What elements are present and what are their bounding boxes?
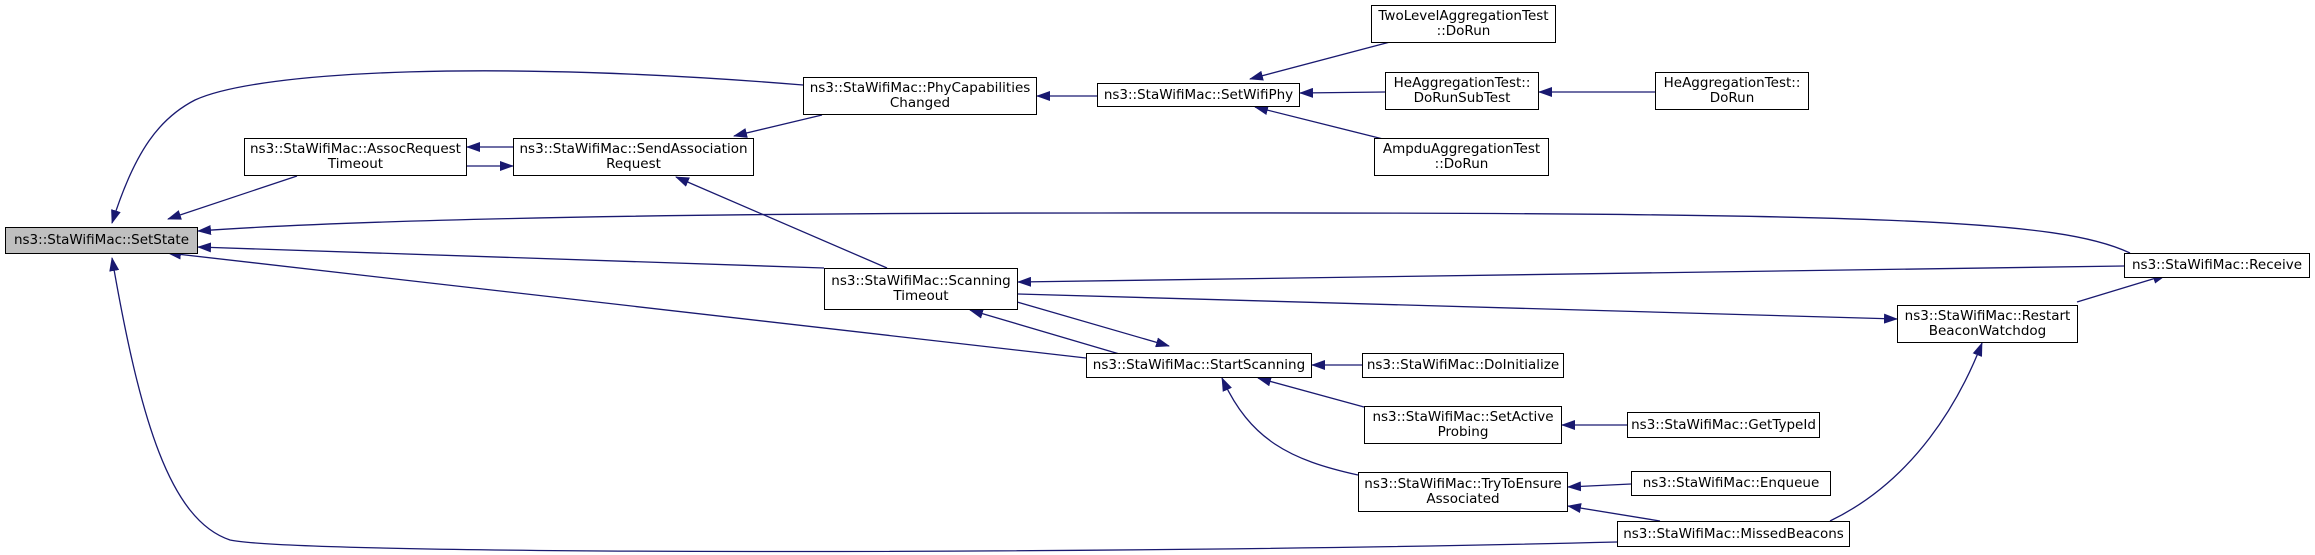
node-try-to-ensure-associated[interactable]: ns3::StaWifiMac::TryToEnsure Associated (1358, 472, 1568, 512)
node-enqueue-label-1: ns3::StaWifiMac::Enqueue (1642, 475, 1820, 491)
node-phy-capabilities-changed[interactable]: ns3::StaWifiMac::PhyCapabilities Changed (803, 77, 1037, 115)
node-he-aggregation-test-subtest-label-2: DoRunSubTest (1413, 90, 1511, 106)
node-ampdu-aggregation-test[interactable]: AmpduAggregationTest ::DoRun (1374, 138, 1549, 176)
edge-ampdu-to-set-wifi-phy (1254, 105, 1396, 143)
edge-set-active-to-start-scanning (1257, 376, 1365, 408)
edge-enqueue-to-try-ensure (1567, 481, 1632, 492)
node-phy-capabilities-changed-label-2: Changed (889, 95, 951, 111)
node-missed-beacons[interactable]: ns3::StaWifiMac::MissedBeacons (1617, 521, 1850, 547)
node-he-aggregation-test-subtest[interactable]: HeAggregationTest:: DoRunSubTest (1385, 72, 1539, 110)
node-set-active-probing-label-2: Probing (1437, 424, 1489, 440)
edge-receive-to-set-state (197, 212, 2131, 254)
edges-layer (109, 41, 2167, 553)
node-set-wifi-phy-label-1: ns3::StaWifiMac::SetWifiPhy (1103, 86, 1294, 103)
node-scanning-timeout-label-1: ns3::StaWifiMac::Scanning (831, 273, 1011, 289)
edge-phy-cap-to-send-assoc (733, 114, 823, 138)
node-do-initialize-label-1: ns3::StaWifiMac::DoInitialize (1366, 357, 1560, 373)
edge-start-scanning-to-scan-timeout (969, 308, 1134, 359)
node-scanning-timeout[interactable]: ns3::StaWifiMac::Scanning Timeout (824, 268, 1018, 310)
node-phy-capabilities-changed-label-1: ns3::StaWifiMac::PhyCapabilities (809, 80, 1031, 96)
node-two-level-aggregation-test[interactable]: TwoLevelAggregationTest ::DoRun (1371, 5, 1556, 43)
node-get-type-id-label-1: ns3::StaWifiMac::GetTypeId (1631, 416, 1816, 433)
node-ampdu-aggregation-test-label-2: ::DoRun (1434, 156, 1489, 172)
node-he-aggregation-test-dorun-label-2: DoRun (1709, 90, 1755, 106)
node-set-state-label-1: ns3::StaWifiMac::SetState (13, 232, 190, 248)
node-send-association-request-label-1: ns3::StaWifiMac::SendAssociation (519, 141, 748, 157)
node-assoc-request-timeout[interactable]: ns3::StaWifiMac::AssocRequest Timeout (244, 138, 467, 176)
edge-restart-beacon-to-receive (2076, 273, 2167, 303)
node-assoc-request-timeout-label-2: Timeout (327, 156, 384, 172)
edge-two-level-to-set-wifi-phy (1249, 41, 1391, 81)
node-send-association-request[interactable]: ns3::StaWifiMac::SendAssociation Request (513, 138, 754, 176)
node-two-level-aggregation-test-label-2: ::DoRun (1436, 23, 1491, 39)
node-start-scanning[interactable]: ns3::StaWifiMac::StartScanning (1086, 353, 1312, 378)
edge-scan-timeout-to-send-assoc (675, 176, 888, 269)
node-set-state: ns3::StaWifiMac::SetState (5, 227, 198, 254)
node-restart-beacon-watchdog[interactable]: ns3::StaWifiMac::Restart BeaconWatchdog (1897, 305, 2078, 343)
edge-phy-cap-to-set-state (111, 70, 804, 224)
node-receive-label-1: ns3::StaWifiMac::Receive (2131, 257, 2302, 273)
node-get-type-id[interactable]: ns3::StaWifiMac::GetTypeId (1627, 412, 1820, 438)
edge-scan-timeout-to-restart-beacon (1017, 293, 1898, 324)
edge-he-subtest-to-set-wifi-phy (1299, 87, 1386, 98)
node-start-scanning-label-1: ns3::StaWifiMac::StartScanning (1092, 357, 1306, 373)
node-do-initialize[interactable]: ns3::StaWifiMac::DoInitialize (1362, 353, 1564, 378)
edge-assoc-timeout-to-set-state (167, 175, 298, 220)
node-restart-beacon-watchdog-label-2: BeaconWatchdog (1928, 323, 2047, 339)
edge-scan-timeout-to-set-state (197, 242, 825, 269)
edge-receive-to-scan-timeout (1017, 265, 2125, 287)
node-restart-beacon-watchdog-label-1: ns3::StaWifiMac::Restart (1904, 308, 2071, 324)
node-set-wifi-phy[interactable]: ns3::StaWifiMac::SetWifiPhy (1097, 83, 1300, 107)
edge-missed-beacons-to-try-ensure (1567, 503, 1661, 522)
edge-missed-beacons-to-set-state (109, 257, 1618, 553)
node-set-active-probing[interactable]: ns3::StaWifiMac::SetActive Probing (1364, 406, 1562, 444)
node-he-aggregation-test-dorun-label-1: HeAggregationTest:: (1663, 75, 1801, 91)
node-enqueue[interactable]: ns3::StaWifiMac::Enqueue (1631, 471, 1831, 496)
edge-try-ensure-to-start-scanning (1221, 377, 1359, 476)
node-two-level-aggregation-test-label-1: TwoLevelAggregationTest (1378, 8, 1549, 24)
edge-missed-beacons-to-restart-beacon (1829, 342, 1983, 522)
node-receive[interactable]: ns3::StaWifiMac::Receive (2124, 253, 2310, 278)
node-try-to-ensure-associated-label-1: ns3::StaWifiMac::TryToEnsure (1364, 476, 1562, 492)
node-send-association-request-label-2: Request (606, 156, 661, 172)
node-missed-beacons-label-1: ns3::StaWifiMac::MissedBeacons (1623, 525, 1844, 542)
node-scanning-timeout-label-2: Timeout (893, 288, 949, 304)
node-assoc-request-timeout-label-1: ns3::StaWifiMac::AssocRequest (250, 141, 461, 157)
node-set-active-probing-label-1: ns3::StaWifiMac::SetActive (1372, 409, 1554, 425)
edge-scan-timeout-to-start-scanning (999, 296, 1170, 348)
node-ampdu-aggregation-test-label-1: AmpduAggregationTest (1382, 141, 1541, 157)
node-he-aggregation-test-dorun[interactable]: HeAggregationTest:: DoRun (1655, 72, 1809, 110)
edge-start-scanning-to-set-state (167, 249, 1087, 359)
node-try-to-ensure-associated-label-2: Associated (1426, 491, 1500, 507)
node-he-aggregation-test-subtest-label-1: HeAggregationTest:: (1393, 75, 1531, 91)
